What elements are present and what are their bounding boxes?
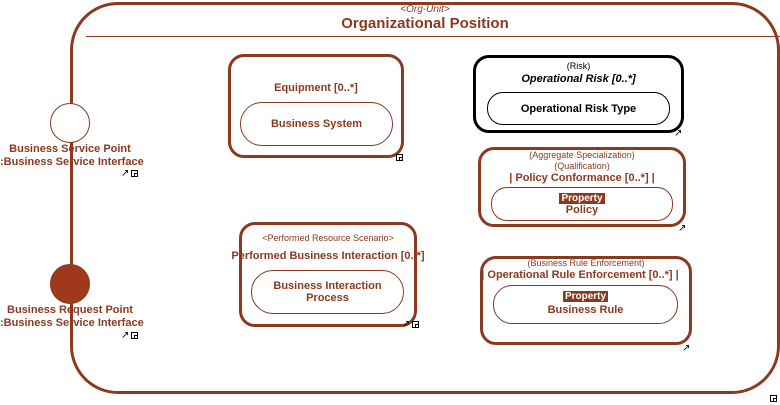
part-rule-arrow-icon: ↗ [682,343,691,354]
port-service-point[interactable] [50,103,90,143]
port-service-point-expand-icon[interactable] [131,170,138,177]
container-expand-icon[interactable] [770,395,777,402]
part-interaction-arrow-icon: ↗ [402,319,411,330]
part-policy-property-tag: Property [559,193,605,204]
part-interaction-stereotype: <Performed Resource Scenario> [262,233,394,243]
part-policy-property-tag-wrap: Property [491,188,673,206]
port-request-point-expand-icon[interactable] [131,332,138,339]
part-risk-stereotype: (Risk) [566,61,591,71]
container-divider [86,36,780,37]
part-policy-arrow-icon: ↗ [678,223,687,234]
org-unit-container[interactable] [70,2,780,394]
port-request-point-type: :Business Service Interface [0,317,144,329]
part-rule-stereotype: (Business Rule Enforcement) [527,258,645,268]
port-service-point-arrow-icon: ↗ [121,168,130,179]
part-risk-title: Operational Risk [0..*] [521,73,636,85]
part-rule-type-label: Business Rule [547,304,624,316]
port-service-point-type: :Business Service Interface [0,156,144,168]
part-policy-title: | Policy Conformance [0..*] | [509,172,655,184]
part-risk-type[interactable]: Operational Risk Type [487,92,670,125]
part-equipment-type[interactable]: Business System [240,102,393,146]
port-request-point-arrow-icon: ↗ [121,330,130,341]
part-rule-title: | Operational Rule Enforcement [0..*] | [481,269,679,281]
part-policy-stereotype-2: (Qualification) [554,161,610,171]
part-rule-property-tag-wrap: Property [493,286,678,304]
part-risk-arrow-icon: ↗ [674,128,683,139]
part-interaction-title: Performed Business Interaction [0..*] [231,250,425,262]
part-interaction-expand-icon[interactable] [412,321,419,328]
part-interaction-type[interactable]: Business Interaction Process [251,270,404,314]
part-rule-property-tag: Property [562,291,609,302]
part-equipment-expand-icon[interactable] [396,154,403,161]
port-request-point-name: Business Request Point [7,304,133,316]
part-policy-stereotype-1: (Aggregate Specialization) [529,150,635,160]
part-policy-type-label: Policy [565,204,599,216]
port-request-point-label: Business Request Point :Business Service… [0,304,144,330]
port-service-point-label: Business Service Point :Business Service… [0,143,144,169]
part-policy-type[interactable] [491,187,673,221]
port-service-point-name: Business Service Point [9,143,131,155]
container-stereotype: <Org-Unit> [400,4,450,15]
port-request-point[interactable] [50,264,90,304]
part-equipment-title: Equipment [0..*] [274,82,358,94]
container-title: Organizational Position [341,15,509,32]
